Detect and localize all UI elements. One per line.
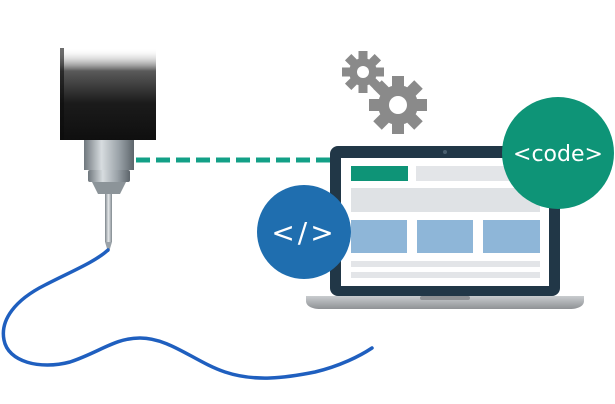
- wire-block-1: [351, 220, 407, 253]
- large-gear-icon: [369, 76, 427, 134]
- html-tag-badge: </>: [257, 185, 351, 279]
- html-tag-text: </>: [271, 216, 336, 249]
- html-badge-circle: [257, 185, 351, 279]
- wire-block-2: [417, 220, 473, 253]
- wire-line-1: [351, 261, 540, 267]
- small-gear-icon: [342, 51, 384, 93]
- gears-icon: [342, 51, 427, 134]
- laptop-base: [306, 296, 584, 309]
- wire-block-3: [483, 220, 540, 253]
- spindle-icon: [60, 48, 156, 252]
- spindle-body-side: [60, 48, 64, 140]
- cable-icon: [1, 248, 374, 380]
- spindle-body: [60, 48, 156, 140]
- spindle-chuck: [84, 140, 134, 170]
- code-badge-circle: [502, 97, 614, 209]
- laptop-camera: [443, 150, 447, 154]
- spindle-nut: [92, 182, 126, 194]
- spindle-collar: [88, 170, 130, 182]
- laptop-notch: [420, 296, 470, 300]
- wire-line-2: [351, 272, 540, 278]
- code-tag-badge: <code>: [502, 97, 614, 209]
- wire-hero: [351, 188, 540, 212]
- wire-logo: [351, 166, 408, 181]
- spindle-needle: [105, 194, 112, 242]
- code-tag-text: <code>: [513, 142, 603, 167]
- spindle-needle-tip: [105, 242, 112, 252]
